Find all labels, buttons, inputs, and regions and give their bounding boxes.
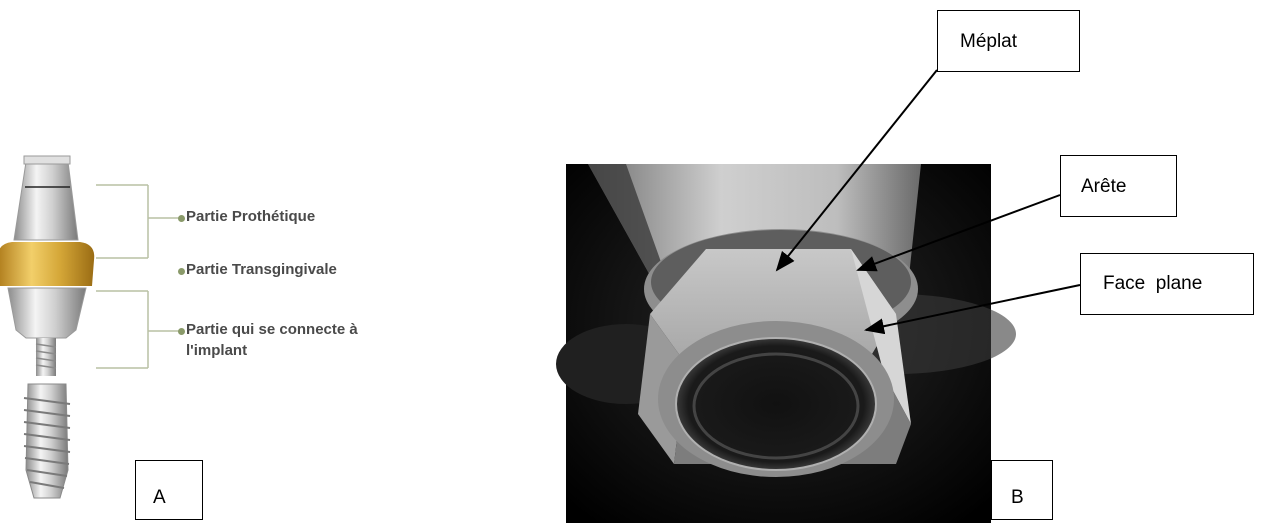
callout-arete: Arête <box>1060 155 1177 217</box>
callout-face-plane: Face plane <box>1080 253 1254 315</box>
panel-label-b: B <box>991 460 1053 520</box>
callout-meplat: Méplat <box>937 10 1080 72</box>
arrow-face-plane <box>866 285 1080 330</box>
arrow-arete <box>858 195 1060 270</box>
arrow-meplat <box>777 70 937 270</box>
